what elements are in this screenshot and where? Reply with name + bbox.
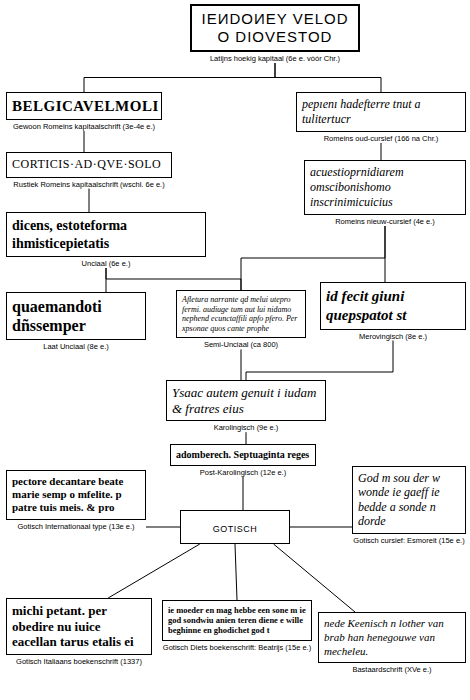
script-caption: Semi-Unciaal (ca 800)	[176, 340, 306, 349]
specimen-text: CORTICIS·AD·QVE·SOLO	[6, 152, 172, 178]
specimen-text: God m sou der w wonde ie gaeff ie bedde …	[352, 466, 466, 534]
lineage-line	[246, 432, 247, 444]
script-specimen: pectore decantare beate marie semp o mfe…	[6, 470, 146, 531]
lineage-line	[235, 544, 237, 600]
specimen-text: dicens, estoteforma ihmisticepietatis	[6, 212, 206, 257]
script-specimen: IEИDOИEY VELOD O DIOVESTOD Latijns hoekig…	[190, 4, 360, 63]
script-caption: Romeins nieuw-cursief (4e e.)	[304, 217, 466, 226]
specimen-text: quaemandoti dñssemper	[6, 292, 146, 340]
lineage-line	[84, 63, 275, 92]
script-caption: Laat Unciaal (8e e.)	[6, 342, 146, 351]
script-specimen: CORTICIS·AD·QVE·SOLO Rustiek Romeins kapi…	[6, 152, 172, 189]
specimen-text: pepıenı hadefterre tnut a tulitertucr	[296, 92, 466, 132]
lineage-line	[106, 268, 241, 290]
lineage-line	[290, 527, 352, 528]
lineage-line	[381, 143, 382, 160]
specimen-text: michi petant. per obedire nu iuice eacel…	[6, 598, 152, 655]
script-specimen: pepıenı hadefterre tnut a tulitertucrRom…	[296, 92, 466, 143]
script-caption: Unciaal (6e e.)	[6, 259, 206, 268]
specimen-text: acuestioprnidiarem omscibonishomo inscri…	[304, 160, 466, 215]
script-caption: Latijns hoekig kapitaal (6e e. vóór Chr.…	[190, 54, 360, 63]
script-specimen: adomberech. Septuaginta regesPost-Karoli…	[170, 444, 316, 477]
script-caption: Gewoon Romeins kapitaalschrift (3e-4e e.…	[6, 122, 162, 131]
specimen-text: ie moeder en mag hebbe een sone m ie god…	[162, 600, 312, 641]
script-specimen: Ysaac autem genuit i iudam & fratres eiu…	[166, 380, 326, 432]
group-label: GOTISCH	[213, 524, 258, 534]
script-caption: Gotisch cursief: Esmoreit (15e e.)	[352, 536, 466, 545]
script-specimen: Afletura narrante qd melui utepro fermi.…	[176, 290, 306, 349]
lineage-line	[89, 189, 90, 212]
script-specimen: acuestioprnidiarem omscibonishomo inscri…	[304, 160, 466, 226]
script-caption: Bastaardschrift (XVe e.)	[318, 665, 466, 674]
script-caption: Gotisch Italiaans boekenschrift (1337)	[6, 657, 152, 666]
script-caption: Post-Karolingisch (12e e.)	[170, 468, 316, 477]
lineage-line	[146, 527, 180, 528]
lineage-line	[275, 63, 381, 92]
lineage-line	[241, 226, 385, 290]
script-specimen: id fecit giuni quepspatot st Merovingisch…	[320, 282, 466, 341]
script-caption: Rustiek Romeins kapitaalschrift (wschl. …	[6, 180, 172, 189]
specimen-text: IEИDOИEY VELOD O DIOVESTOD	[190, 4, 360, 52]
lineage-line	[385, 226, 386, 282]
lineage-line	[108, 544, 200, 598]
script-specimen: dicens, estoteforma ihmisticepietatisUnc…	[6, 212, 206, 268]
specimen-text: adomberech. Septuaginta reges	[170, 444, 316, 466]
script-caption: Merovingisch (8e e.)	[320, 332, 466, 341]
specimen-text: pectore decantare beate marie semp o mfe…	[6, 470, 146, 520]
specimen-text: Ysaac autem genuit i iudam & fratres eiu…	[166, 380, 326, 421]
group-box: GOTISCH	[180, 510, 290, 544]
script-specimen: ie moeder en mag hebbe een sone m ie god…	[162, 600, 312, 652]
specimen-text: id fecit giuni quepspatot st	[320, 282, 466, 330]
script-caption: Romeins oud-cursief (166 na Chr.)	[296, 134, 466, 143]
script-specimen: nede Keenisch n lother van brab han hene…	[318, 612, 466, 674]
script-caption: Karolingisch (9e e.)	[166, 423, 326, 432]
script-caption: Gotisch Diets boekenschrift: Beatrijs (1…	[162, 643, 312, 652]
lineage-line	[84, 131, 85, 152]
script-specimen: michi petant. per obedire nu iuice eacel…	[6, 598, 152, 666]
script-caption: Gotisch Internationaal type (13e e.)	[6, 522, 146, 531]
specimen-text: Afletura narrante qd melui utepro fermi.…	[176, 290, 306, 338]
script-specimen: BELGICAVELMOLI Gewoon Romeins kapitaalsch…	[6, 92, 162, 131]
script-specimen: God m sou der w wonde ie gaeff ie bedde …	[352, 466, 466, 545]
specimen-text: nede Keenisch n lother van brab han hene…	[318, 612, 466, 663]
specimen-text: BELGICAVELMOLI	[6, 92, 162, 120]
script-specimen: quaemandoti dñssemperLaat Unciaal (8e e.…	[6, 292, 146, 351]
lineage-line	[241, 349, 242, 380]
lineage-line	[243, 477, 244, 510]
